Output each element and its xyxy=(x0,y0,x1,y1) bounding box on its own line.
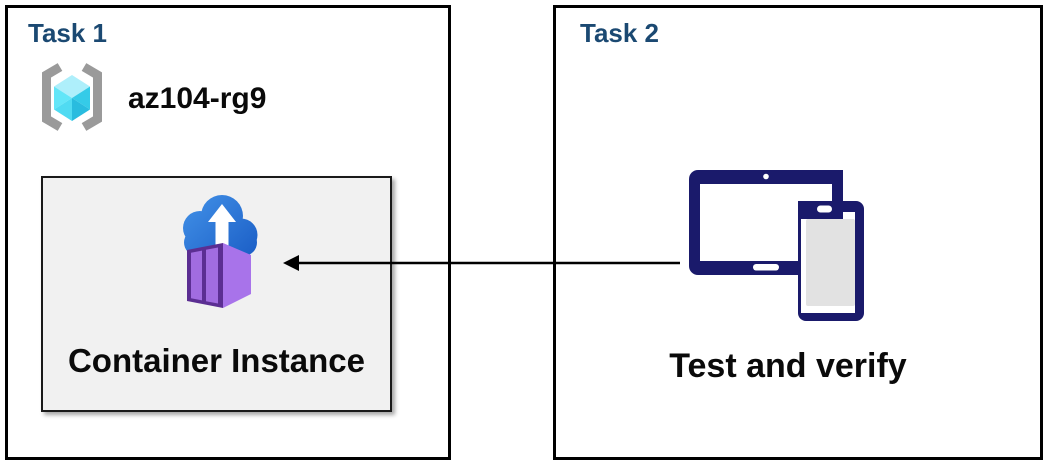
task2-title: Task 2 xyxy=(580,18,660,48)
test-and-verify-label: Test and verify xyxy=(669,347,907,385)
connector-arrow xyxy=(283,255,680,271)
task1-panel: Task 1 az104-rg9 xyxy=(5,5,451,460)
container-instance-box: Container Instance xyxy=(41,176,392,412)
container-instance-icon xyxy=(183,195,258,308)
resource-group-icon xyxy=(42,63,102,131)
devices-icon xyxy=(689,170,864,321)
resource-group-name: az104-rg9 xyxy=(128,82,267,115)
task1-title: Task 1 xyxy=(28,18,108,48)
task2-panel: Task 2 Test and verify xyxy=(553,5,1043,460)
container-instance-label: Container Instance xyxy=(67,342,366,379)
